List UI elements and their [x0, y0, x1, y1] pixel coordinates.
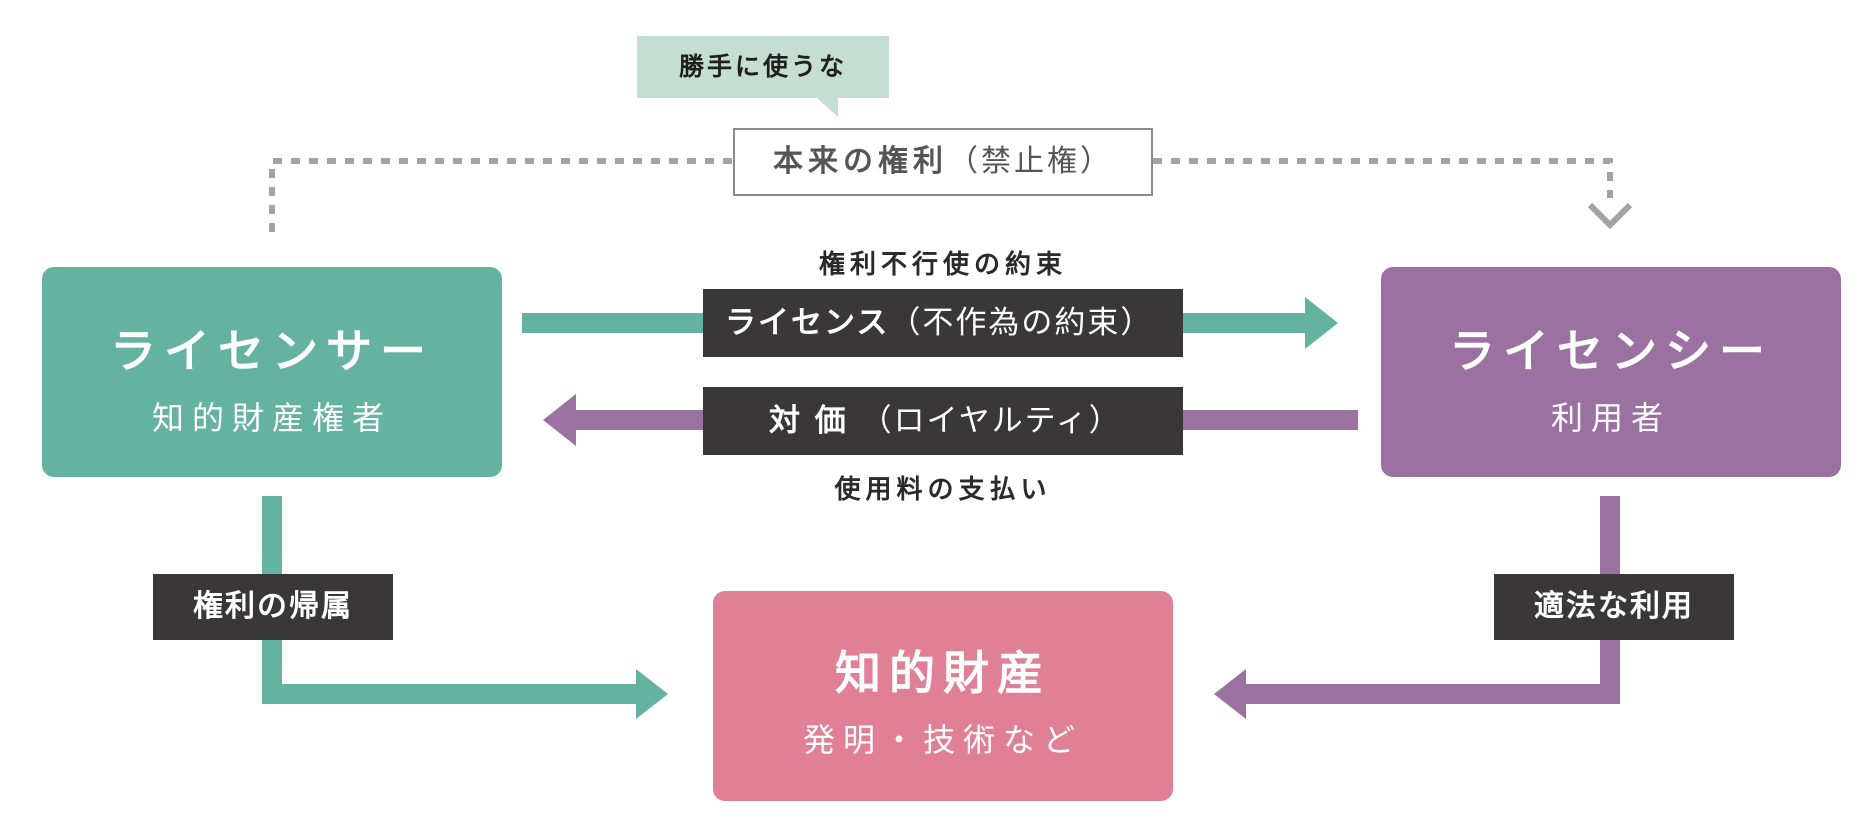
license-arrow-left-bar: [522, 313, 703, 333]
dotted-chevron-icon: [1587, 202, 1633, 230]
lawful-arrow-line: [1246, 496, 1620, 704]
intellectual-property-box: 知的財産 発明・技術など: [713, 591, 1173, 801]
license-arrow-right-bar: [1183, 313, 1305, 333]
consideration-arrow-right-bar: [1183, 410, 1358, 430]
licensor-subtitle: 知的財産権者: [151, 399, 392, 437]
attribution-label: 権利の帰属: [153, 574, 393, 640]
consideration-label-text: 対 価: [769, 403, 848, 439]
licensor-box: ライセンサー 知的財産権者: [42, 267, 502, 477]
license-label-text: ライセンス: [725, 305, 890, 341]
speech-bubble-tail: [816, 97, 838, 117]
attribution-arrow-head: [636, 669, 668, 719]
original-right-label: 本来の権利: [773, 144, 948, 179]
lawful-use-label: 適法な利用: [1494, 574, 1734, 640]
payment-caption: 使用料の支払い: [834, 475, 1052, 505]
consideration-arrow-head: [543, 394, 576, 446]
licensor-title: ライセンサー: [110, 324, 434, 378]
license-label: ライセンス（不作為の約束）: [703, 289, 1183, 357]
consideration-label-paren: （ロイヤルティ）: [860, 403, 1122, 439]
original-right-box: 本来の権利（禁止権）: [733, 128, 1153, 196]
ip-subtitle: 発明・技術など: [802, 721, 1083, 759]
attribution-arrow-line: [262, 496, 636, 704]
lawful-arrow-head: [1214, 669, 1246, 719]
consideration-arrow-left-bar: [576, 410, 703, 430]
licensee-box: ライセンシー 利用者: [1381, 267, 1841, 477]
dotted-right-line: [269, 158, 1613, 232]
speech-bubble: 勝手に使うな: [637, 36, 889, 98]
consideration-label: 対 価 （ロイヤルティ）: [703, 387, 1183, 455]
ip-title: 知的財産: [835, 646, 1051, 700]
original-right-paren: （禁止権）: [948, 144, 1113, 179]
licensee-subtitle: 利用者: [1550, 399, 1671, 437]
licensee-title: ライセンシー: [1449, 324, 1773, 378]
license-label-paren: （不作為の約束）: [889, 305, 1154, 341]
license-arrow-head: [1305, 297, 1338, 349]
license-caption: 権利不行使の約束: [818, 250, 1067, 280]
